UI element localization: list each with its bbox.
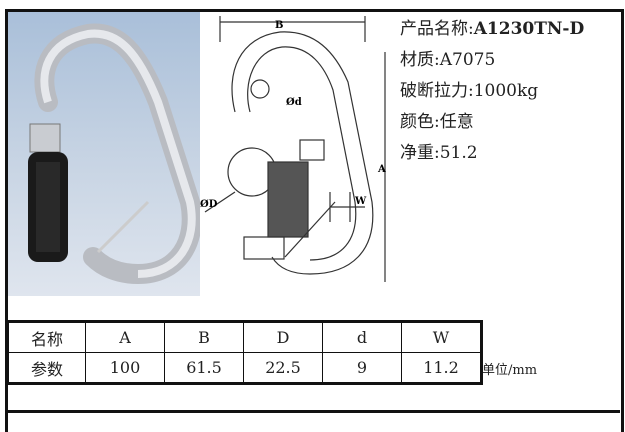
name-value: A1230TN-D xyxy=(473,19,585,39)
technical-drawing: B Ød ØD W A xyxy=(200,12,390,296)
label-B: B xyxy=(275,20,283,31)
spec-breaking-force: 破断拉力:1000kg xyxy=(400,81,539,101)
spec-material: 材质:A7075 xyxy=(400,50,496,70)
table-cell: A xyxy=(85,321,165,353)
table-cell: W xyxy=(401,321,482,353)
unit-label: 单位/mm xyxy=(482,363,538,378)
table-cell: 9 xyxy=(322,352,402,384)
label-d: Ød xyxy=(286,97,302,108)
product-photo xyxy=(8,12,202,296)
table-cell: 11.2 xyxy=(401,352,482,384)
table-cell: 22.5 xyxy=(243,352,323,384)
dimension-table: 名称 A B D d W 参数 100 61.5 22.5 9 11.2 xyxy=(6,320,483,385)
table-row: 参数 100 61.5 22.5 9 11.2 xyxy=(7,352,482,384)
page-frame xyxy=(5,9,624,432)
label-D: ØD xyxy=(200,199,218,210)
name-label: 产品名称: xyxy=(400,19,474,39)
spec-net-weight: 净重:51.2 xyxy=(400,143,478,163)
spec-list: 产品名称:A1230TN-D 材质:A7075 破断拉力:1000kg 颜色:任… xyxy=(400,14,584,169)
table-cell: 61.5 xyxy=(164,352,244,384)
table-cell: d xyxy=(322,321,402,353)
table-cell: 名称 xyxy=(7,321,86,353)
divider xyxy=(7,410,620,413)
table-row: 名称 A B D d W xyxy=(7,321,482,353)
table-cell: D xyxy=(243,321,323,353)
table-cell: 参数 xyxy=(7,352,86,384)
label-W: W xyxy=(354,196,367,207)
spec-name: 产品名称:A1230TN-D xyxy=(400,14,584,45)
table-cell: B xyxy=(164,321,244,353)
table-cell: 100 xyxy=(85,352,165,384)
spec-color: 颜色:任意 xyxy=(400,112,474,132)
label-A: A xyxy=(377,164,386,175)
